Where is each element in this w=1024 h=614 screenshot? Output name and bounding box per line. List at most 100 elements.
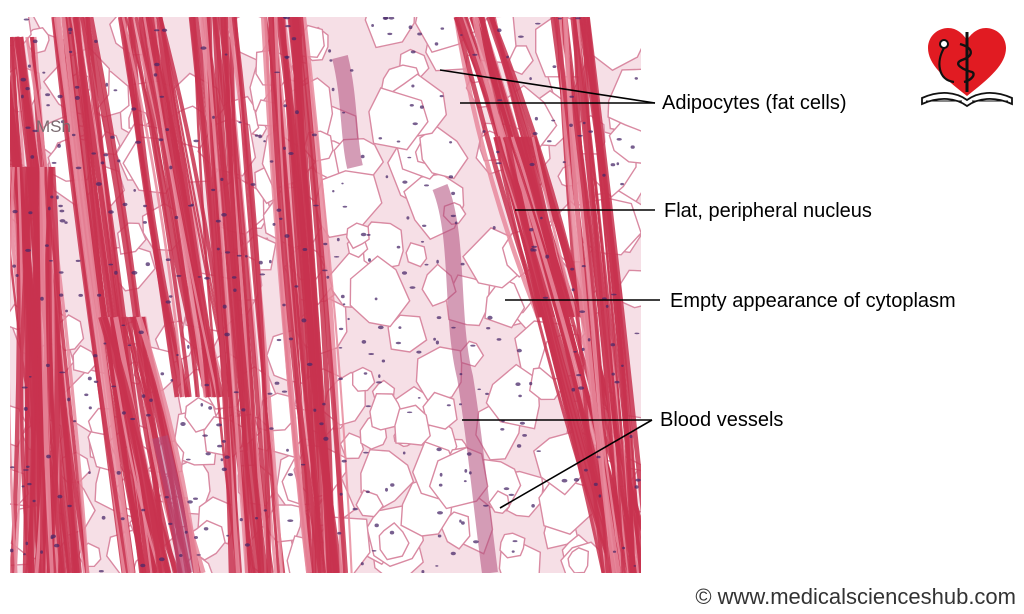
nucleus: [204, 383, 210, 387]
nucleus: [377, 325, 384, 330]
nucleus: [437, 534, 442, 538]
nucleus: [388, 17, 395, 20]
nucleus: [621, 364, 624, 367]
muscle-fiber: [126, 316, 178, 573]
nucleus: [417, 32, 422, 36]
adipocyte-cell: [422, 391, 458, 430]
nucleus: [634, 332, 640, 335]
nucleus: [531, 504, 535, 508]
adipocyte-cell: [368, 87, 429, 151]
nucleus: [165, 258, 171, 261]
nucleus: [540, 216, 543, 220]
nucleus: [450, 551, 456, 556]
nucleus: [239, 518, 243, 522]
nucleus: [387, 32, 393, 36]
nucleus: [141, 394, 146, 398]
nucleus: [259, 273, 266, 276]
nucleus: [21, 386, 28, 389]
nucleus: [25, 248, 31, 252]
nucleus: [225, 251, 231, 254]
nucleus: [74, 85, 80, 89]
nucleus: [244, 255, 248, 258]
nucleus: [311, 133, 317, 137]
nucleus: [287, 473, 293, 477]
nucleus: [208, 406, 213, 410]
nucleus: [269, 160, 274, 163]
nucleus: [371, 550, 377, 552]
nucleus: [88, 406, 92, 410]
nucleus: [220, 177, 224, 181]
nucleus: [419, 105, 424, 109]
nucleus: [337, 531, 342, 535]
nucleus: [459, 373, 463, 376]
nucleus: [197, 276, 202, 278]
blood-vessel: [432, 184, 498, 573]
nucleus: [371, 24, 374, 27]
muscle-fiber: [46, 166, 65, 573]
nucleus: [30, 155, 35, 159]
nucleus: [578, 386, 585, 390]
copyright-notice: © www.medicalscienceshub.com: [695, 584, 1016, 609]
nucleus: [581, 347, 585, 351]
muscle-fiber: [234, 17, 281, 573]
nucleus: [45, 93, 51, 97]
nucleus: [75, 166, 82, 170]
muscle-fiber: [10, 166, 18, 573]
nucleus: [552, 65, 557, 68]
nucleus: [203, 527, 209, 531]
nucleus: [519, 421, 525, 425]
nucleus: [149, 398, 153, 402]
nucleus: [593, 482, 598, 486]
nucleus: [10, 466, 15, 469]
nucleus: [349, 69, 354, 72]
nucleus: [12, 209, 18, 214]
histology-micrograph: [10, 17, 641, 573]
nucleus: [216, 247, 220, 251]
nucleus: [616, 162, 620, 166]
nucleus: [241, 408, 246, 412]
nucleus: [340, 294, 345, 299]
nucleus: [536, 450, 541, 452]
nucleus: [529, 77, 532, 81]
nucleus: [398, 326, 402, 329]
nucleus: [185, 458, 191, 461]
nucleus: [287, 519, 294, 522]
nucleus: [454, 221, 458, 225]
muscle-fiber: [203, 17, 249, 573]
muscle-fiber: [46, 166, 61, 573]
nucleus: [459, 519, 462, 523]
adipocyte-cell: [369, 392, 405, 431]
nucleus: [59, 219, 66, 223]
muscle-fiber-bands: [10, 17, 641, 573]
nucleus: [347, 317, 350, 321]
muscle-fiber: [121, 17, 185, 398]
nucleus: [328, 49, 332, 53]
nucleus: [598, 494, 602, 498]
nucleus: [497, 28, 502, 33]
nucleus: [193, 497, 198, 500]
nucleus: [133, 189, 136, 192]
nucleus: [231, 276, 237, 279]
nucleus: [301, 318, 307, 323]
nucleus: [401, 271, 408, 275]
muscle-fiber: [570, 17, 635, 573]
nucleus: [366, 233, 371, 236]
nucleus: [468, 471, 472, 475]
muscle-fiber: [129, 17, 208, 398]
image-watermark: MSh: [36, 117, 71, 136]
nucleus: [179, 554, 183, 557]
nucleus: [158, 557, 165, 562]
muscle-fiber: [134, 17, 200, 398]
nucleus: [187, 500, 193, 504]
nucleus: [57, 494, 63, 499]
nucleus: [50, 536, 54, 540]
nucleus: [483, 504, 489, 507]
muscle-fiber: [277, 17, 321, 573]
nucleus: [121, 411, 126, 415]
label-empty-cytoplasm: Empty appearance of cytoplasm: [670, 290, 956, 312]
nucleus: [434, 42, 439, 46]
nucleus: [497, 99, 503, 101]
muscle-fiber: [121, 17, 185, 398]
muscle-fiber: [147, 17, 210, 398]
nucleus: [103, 153, 109, 157]
